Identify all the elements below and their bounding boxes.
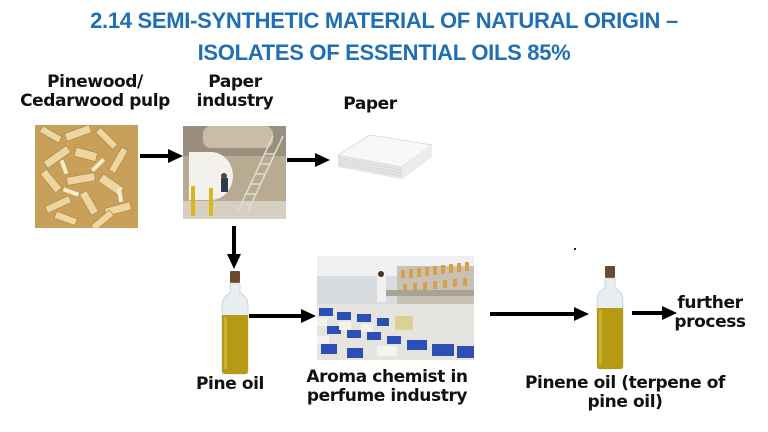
paper-stack-image	[330, 133, 435, 185]
arrow-industry-to-paper	[287, 153, 330, 167]
paper-mill-image	[183, 126, 286, 219]
perfume-lab-image	[317, 256, 474, 360]
pinene-oil-bottle-image	[596, 266, 624, 370]
slide-title-line1: 2.14 SEMI-SYNTHETIC MATERIAL OF NATURAL …	[90, 8, 678, 33]
arrow-pinene-to-further	[632, 306, 677, 320]
label-aroma-chemist: Aroma chemist in perfume industry	[306, 367, 468, 406]
label-pine-oil: Pine oil	[196, 374, 264, 394]
label-further-process: further process	[674, 293, 746, 332]
label-paper: Paper	[343, 94, 397, 114]
pine-oil-bottle-image	[221, 271, 249, 375]
arrow-industry-to-pine-oil	[227, 226, 241, 269]
label-pinene-oil: Pinene oil (terpene of pine oil)	[524, 373, 726, 412]
stray-dot	[574, 248, 576, 250]
arrow-pine-oil-to-aroma	[249, 309, 316, 323]
label-pulp: Pinewood/ Cedarwood pulp	[20, 72, 170, 111]
label-paper-industry: Paper industry	[196, 72, 274, 111]
slide-title-line2: ISOLATES OF ESSENTIAL OILS 85%	[197, 40, 571, 65]
arrow-pulp-to-industry	[140, 149, 183, 163]
arrow-aroma-to-pinene	[490, 307, 589, 321]
wood-chips-image	[35, 125, 138, 228]
